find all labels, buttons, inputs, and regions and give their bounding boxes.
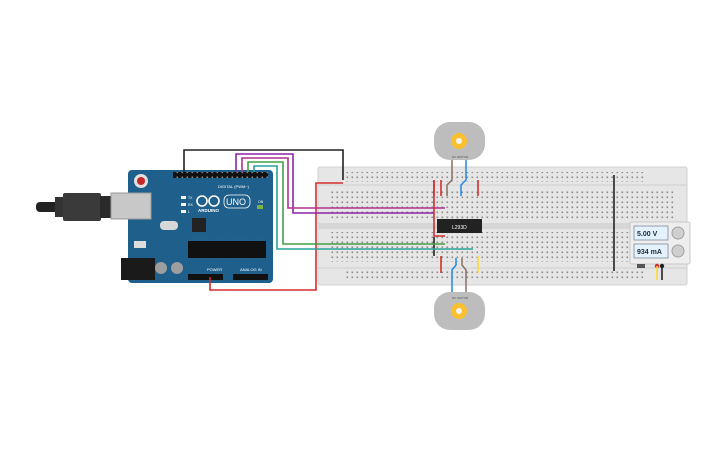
arduino-logo-icon xyxy=(196,195,220,207)
bottom-power-rail xyxy=(345,270,645,280)
bottom-terminal-strip xyxy=(330,232,675,262)
green-signal-wire[interactable] xyxy=(247,161,445,245)
voltage-knob[interactable] xyxy=(671,226,685,240)
current-display xyxy=(633,243,669,259)
usb-port xyxy=(110,192,152,220)
analog-header-label: ANALOG IN xyxy=(240,267,262,272)
power-header-pins xyxy=(188,274,223,280)
arduino-logo-text: ARDUINO xyxy=(198,208,219,213)
usb-chip xyxy=(192,218,206,232)
rx-label: RX xyxy=(188,203,194,207)
current-readout: 934 mA xyxy=(637,249,662,256)
dc-motor-top[interactable]: DC MOTOR xyxy=(434,122,485,160)
capacitor-1 xyxy=(155,262,167,274)
regulator xyxy=(134,241,146,248)
power-switch[interactable] xyxy=(637,264,645,268)
atmega-chip xyxy=(188,241,266,258)
usb-cable[interactable] xyxy=(36,193,114,221)
l-label: L xyxy=(188,210,190,214)
red-chip-power-wire[interactable] xyxy=(433,180,445,237)
crystal xyxy=(160,221,178,230)
power-supply[interactable]: 5.00 V 934 mA xyxy=(629,221,691,280)
power-header-label: POWER xyxy=(207,267,222,272)
motor-top-leads[interactable] xyxy=(446,160,467,196)
l293d-label: L293D xyxy=(452,225,467,231)
digital-header-label: DIGITAL (PWM~) xyxy=(218,184,250,189)
magenta-signal-wire[interactable] xyxy=(241,157,445,209)
arduino-uno-board[interactable]: DIGITAL (PWM~) TX RX L ON ARDUINO UNO PO… xyxy=(110,170,273,283)
voltage-readout: 5.00 V xyxy=(637,231,658,238)
top-power-rail xyxy=(345,172,645,182)
motor-bottom-leads[interactable] xyxy=(451,258,467,292)
power-jack xyxy=(121,258,155,280)
purple-signal-wire[interactable] xyxy=(235,153,434,214)
tx-led xyxy=(181,196,186,199)
top-terminal-strip xyxy=(330,190,675,220)
voltage-display xyxy=(633,225,669,241)
teal-signal-wire[interactable] xyxy=(253,165,473,250)
current-knob[interactable] xyxy=(671,244,685,258)
l293d-chip[interactable]: L293D xyxy=(437,216,482,236)
black-ground-wire[interactable] xyxy=(183,149,344,180)
dc-motor-bottom[interactable]: DC MOTOR xyxy=(434,292,485,330)
breadboard[interactable] xyxy=(317,166,688,286)
rx-led xyxy=(181,203,186,206)
uno-model-label: UNO xyxy=(226,197,246,207)
on-label: ON xyxy=(258,200,264,204)
on-led xyxy=(257,205,263,209)
analog-header-pins xyxy=(233,274,268,280)
l-led xyxy=(181,210,186,213)
breadboard-center-channel xyxy=(318,223,687,229)
motor-bottom-label: DC MOTOR xyxy=(452,296,469,300)
motor-top-label: DC MOTOR xyxy=(452,155,469,159)
red-5v-wire[interactable] xyxy=(209,182,343,291)
tx-label: TX xyxy=(188,196,193,200)
capacitor-2 xyxy=(171,262,183,274)
